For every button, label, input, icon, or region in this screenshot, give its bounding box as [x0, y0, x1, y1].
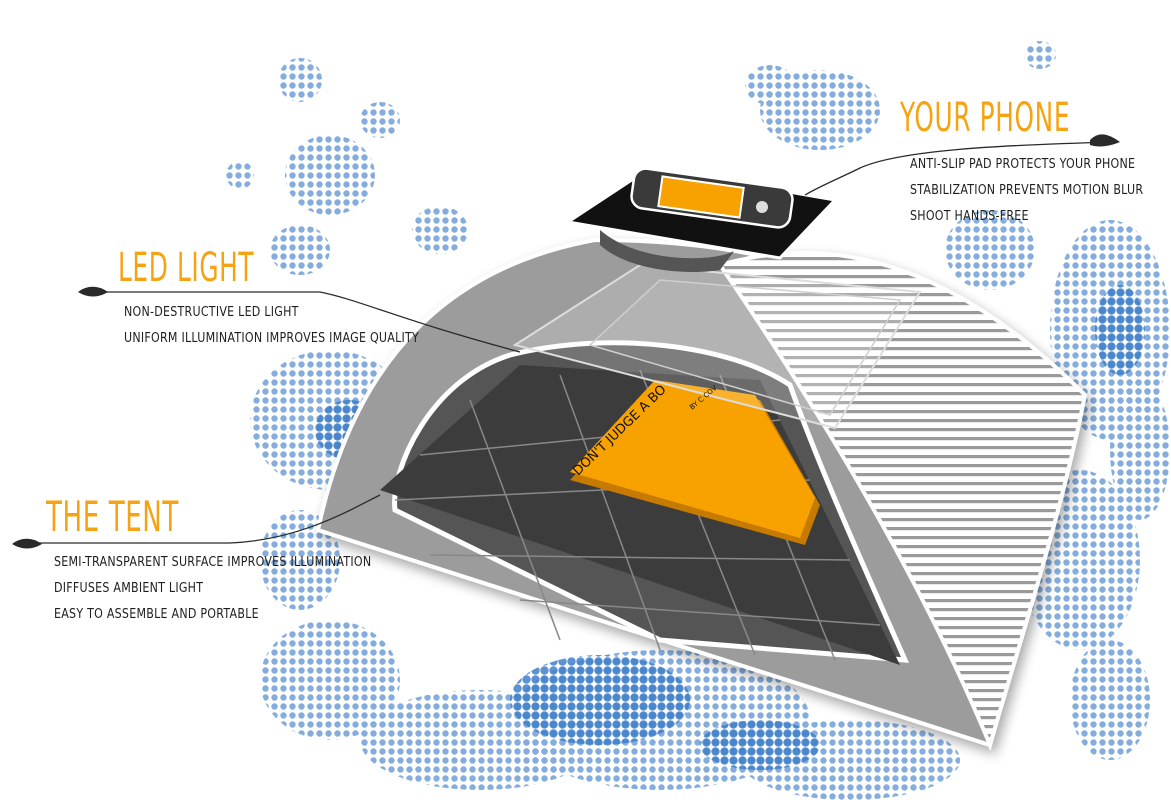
- phone-feature-2: Stabilization prevents motion blur: [910, 182, 1144, 198]
- callout-brush-tips: [12, 134, 1120, 549]
- tent-striped-side: [716, 250, 1088, 752]
- phone-stand: [563, 166, 839, 272]
- tent-feature-2: Diffuses ambient light: [54, 580, 204, 596]
- led-callout-line: [82, 291, 521, 353]
- tent-feature-list: Semi-transparent surface improves illumi…: [54, 554, 441, 634]
- orange-book: [570, 380, 820, 545]
- tent-callout-line: [15, 494, 381, 544]
- tent-feature-3: Easy to assemble and portable: [54, 606, 259, 622]
- callout-lines: [15, 141, 1116, 544]
- led-feature-1: Non-destructive LED light: [124, 304, 299, 320]
- phone-callout-line: [804, 141, 1116, 196]
- phone-feature-list: Anti-slip pad protects your phone Stabil…: [910, 156, 1171, 236]
- your-phone-heading: YOUR PHONE: [900, 95, 1071, 141]
- blue-splash-background: [226, 41, 1170, 800]
- led-light-heading: LED LIGHT: [118, 245, 255, 291]
- led-light-panel: [512, 263, 922, 430]
- tent-feature-1: Semi-transparent surface improves illumi…: [54, 554, 372, 570]
- phone-icon: [630, 167, 794, 229]
- phone-feature-3: Shoot hands-free: [910, 208, 1029, 224]
- phone-feature-1: Anti-slip pad protects your phone: [910, 156, 1136, 172]
- led-feature-2: Uniform illumination improves image qual…: [124, 330, 420, 346]
- tent-opening: [380, 340, 909, 665]
- led-feature-list: Non-destructive LED light Uniform illumi…: [124, 304, 484, 358]
- the-tent-heading: THE TENT: [46, 492, 179, 541]
